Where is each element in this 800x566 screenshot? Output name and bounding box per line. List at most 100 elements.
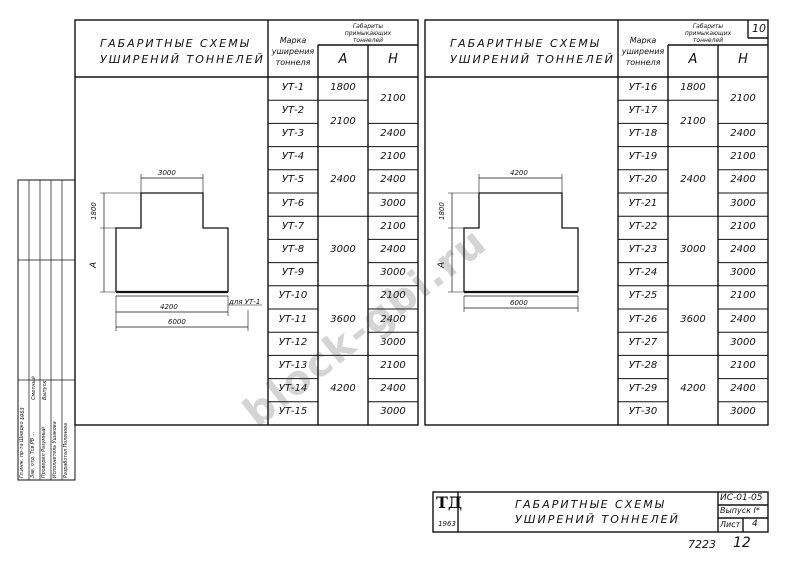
stamp-bottom-3: Выпуск xyxy=(42,380,48,400)
h-value-cell: 2100 xyxy=(730,151,756,163)
h-value-cell: 2100 xyxy=(730,360,756,371)
title-block-sheet-value: 4 xyxy=(752,519,758,529)
right-title-line1: ГАБАРИТНЫЕ СХЕМЫ xyxy=(450,37,601,50)
a-value-cell: 3600 xyxy=(330,313,356,325)
title-block-title-line1: ГАБАРИТНЫЕ СХЕМЫ xyxy=(515,498,666,511)
a-value-cell: 4200 xyxy=(330,383,356,395)
mark-cell: УТ-7 xyxy=(281,220,305,232)
right-dim-top: 4200 xyxy=(510,169,528,177)
right-panel-frame xyxy=(424,19,769,426)
mark-cell: УТ-6 xyxy=(281,197,305,209)
mark-cell: УТ-30 xyxy=(628,406,658,418)
h-value-cell: 2100 xyxy=(730,93,756,105)
mark-cell: УТ-27 xyxy=(628,336,658,348)
mark-cell: УТ-8 xyxy=(281,244,305,255)
h-value-cell: 2400 xyxy=(380,128,406,139)
right-dim-outer: 6000 xyxy=(510,299,528,307)
mark-cell: УТ-21 xyxy=(628,197,658,209)
h-value-cell: 2400 xyxy=(380,313,406,325)
mark-cell: УТ-11 xyxy=(278,313,308,325)
h-value-cell: 3000 xyxy=(380,197,406,209)
left-h-header: H xyxy=(388,52,398,67)
stamp-row-5: Разработал Поленова xyxy=(64,423,69,478)
h-value-cell: 2400 xyxy=(380,174,406,186)
left-dim-top: 3000 xyxy=(158,169,176,177)
left-dim-a: A xyxy=(89,261,99,268)
left-dim-inner: 4200 xyxy=(160,303,178,311)
a-value-cell: 1800 xyxy=(330,81,356,93)
mark-cell: УТ-12 xyxy=(278,336,308,348)
h-value-cell: 2100 xyxy=(380,151,406,163)
h-value-cell: 2400 xyxy=(730,313,756,325)
h-value-cell: 2100 xyxy=(380,93,406,105)
stamp-bottom-1: 1963 xyxy=(20,407,26,420)
mark-cell: УТ-28 xyxy=(628,360,658,371)
title-block-code: ИС-01-05 xyxy=(720,493,763,503)
a-value-cell: 1800 xyxy=(680,81,706,93)
sheet-number: 10 xyxy=(752,22,766,35)
h-value-cell: 2400 xyxy=(730,128,756,139)
title-block-issue: Выпуск I* xyxy=(720,506,760,515)
mark-cell: УТ-5 xyxy=(281,174,305,186)
mark-cell: УТ-15 xyxy=(278,406,308,418)
mark-cell: УТ-2 xyxy=(281,104,305,116)
right-dim-height: 1800 xyxy=(438,202,446,220)
mark-cell: УТ-17 xyxy=(628,104,658,116)
mark-cell: УТ-3 xyxy=(281,128,305,139)
left-dim-height: 1800 xyxy=(90,202,98,220)
approval-stamp xyxy=(17,179,76,481)
title-block-frame xyxy=(432,491,769,533)
h-value-cell: 3000 xyxy=(730,197,756,209)
left-widening-schema xyxy=(100,174,262,331)
stamp-row-2: Зав. отд. Тсв.РВ ... xyxy=(31,431,36,478)
mark-cell: УТ-9 xyxy=(281,267,305,279)
stamp-row-3: Проверил Разумный xyxy=(42,427,47,478)
left-title-line2: УШИРЕНИЙ ТОННЕЛЕЙ xyxy=(100,53,265,66)
left-mark-header: Марка уширения тоннеля xyxy=(271,36,315,67)
title-block-year: 1963 xyxy=(438,520,456,528)
mark-cell: УТ-25 xyxy=(628,290,658,302)
mark-cell: УТ-14 xyxy=(278,383,308,395)
left-dim-note: для УТ-1 xyxy=(229,298,261,306)
right-title-line2: УШИРЕНИЙ ТОННЕЛЕЙ xyxy=(450,53,615,66)
a-value-cell: 3600 xyxy=(680,313,706,325)
h-value-cell: 2400 xyxy=(730,174,756,186)
mark-cell: УТ-22 xyxy=(628,220,658,232)
a-value-cell: 4200 xyxy=(680,383,706,395)
mark-cell: УТ-18 xyxy=(628,128,658,139)
a-value-cell: 3000 xyxy=(330,244,356,255)
bottom-number-1: 7223 xyxy=(688,538,716,551)
h-value-cell: 3000 xyxy=(730,406,756,418)
mark-cell: УТ-20 xyxy=(628,174,658,186)
mark-cell: УТ-1 xyxy=(281,81,305,93)
h-value-cell: 2100 xyxy=(380,360,406,371)
left-dim-outer: 6000 xyxy=(168,318,186,326)
h-value-cell: 2400 xyxy=(730,244,756,255)
h-value-cell: 2100 xyxy=(730,220,756,232)
mark-cell: УТ-4 xyxy=(281,151,305,163)
stamp-row-1: Гл.инж. пр-та Шнидко ... xyxy=(20,415,25,478)
left-group-header: Габариты примыкающих тоннелей xyxy=(344,23,392,44)
title-block-sheet-label: Лист xyxy=(720,520,741,529)
mark-cell: УТ-13 xyxy=(278,360,308,371)
mark-cell: УТ-29 xyxy=(628,383,658,395)
h-value-cell: 3000 xyxy=(380,406,406,418)
right-group-header: Габариты примыкающих тоннелей xyxy=(684,23,732,44)
right-widening-schema xyxy=(448,174,579,312)
h-value-cell: 3000 xyxy=(380,336,406,348)
bottom-number-2: 12 xyxy=(733,535,751,551)
mark-cell: УТ-19 xyxy=(628,151,658,163)
left-a-header: A xyxy=(338,52,348,67)
mark-cell: УТ-26 xyxy=(628,313,658,325)
a-value-cell: 2100 xyxy=(680,116,706,128)
a-value-cell: 2400 xyxy=(330,174,356,186)
h-value-cell: 2400 xyxy=(730,383,756,395)
a-value-cell: 2400 xyxy=(680,174,706,186)
right-h-header: H xyxy=(738,52,748,67)
right-a-header: A xyxy=(688,52,698,67)
h-value-cell: 2400 xyxy=(380,244,406,255)
mark-cell: УТ-23 xyxy=(628,244,658,255)
mark-cell: УТ-24 xyxy=(628,267,658,279)
a-value-cell: 3000 xyxy=(680,244,706,255)
